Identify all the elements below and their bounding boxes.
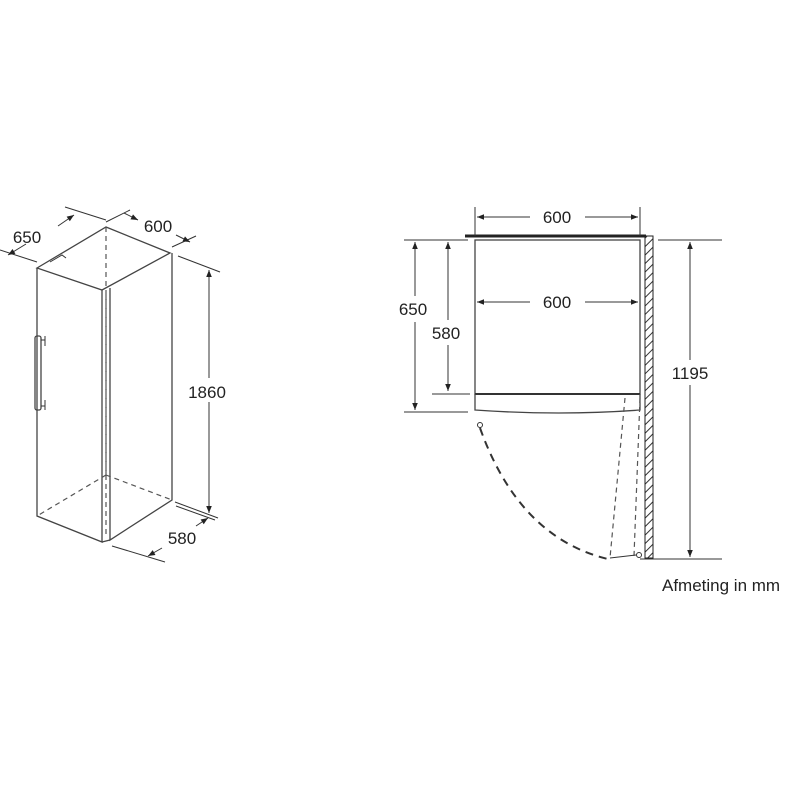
fridge-front xyxy=(36,268,103,543)
door-handle xyxy=(34,335,42,411)
top-width-label: 600 xyxy=(543,208,571,227)
top-view: 600 600 650 580 1195 xyxy=(399,207,722,561)
iso-depth-without-door-label: 580 xyxy=(168,529,196,548)
inner-width-label: 600 xyxy=(543,293,571,312)
units-note: Afmeting in mm xyxy=(662,576,780,595)
door-open-position xyxy=(609,397,626,559)
side-wall xyxy=(644,235,654,559)
fridge-side xyxy=(109,253,173,542)
fridge-top xyxy=(35,226,172,291)
cabinet xyxy=(474,239,641,395)
door-swing-clearance-label: 1195 xyxy=(672,364,709,383)
iso-depth-label: 650 xyxy=(13,228,41,247)
iso-width-label: 600 xyxy=(144,217,172,236)
top-hinge xyxy=(49,254,67,263)
isometric-fridge: 650 600 1860 580 xyxy=(0,206,226,563)
door-closed xyxy=(474,394,641,414)
door-swing-arc xyxy=(479,427,613,561)
top-depth-label: 650 xyxy=(399,300,427,319)
iso-height-label: 1860 xyxy=(188,383,226,402)
top-depth-without-door-label: 580 xyxy=(432,324,460,343)
